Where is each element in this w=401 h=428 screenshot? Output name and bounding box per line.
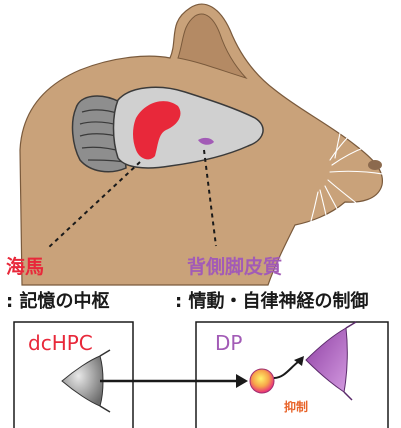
interneuron-axon xyxy=(274,362,298,378)
dp-box-label: DP xyxy=(215,331,242,355)
dp-dendrite xyxy=(346,322,356,328)
dchpc-dendrite xyxy=(100,350,110,356)
dchpc-box-label: dcHPC xyxy=(28,331,93,355)
dp-neuron xyxy=(306,328,347,392)
dp-description: : 情動・自律神経の制御 xyxy=(175,287,368,313)
interneuron xyxy=(250,369,274,393)
inhibition-label: 抑制 xyxy=(284,398,308,415)
dp-title: 背側脚皮質 xyxy=(187,252,282,279)
hippocampus-title: 海馬 xyxy=(6,252,44,279)
axon-terminal xyxy=(236,374,248,388)
dp-dendrite-2 xyxy=(344,392,352,400)
dchpc-dendrite-2 xyxy=(100,406,110,412)
dchpc-neuron xyxy=(62,356,103,406)
rat-nose xyxy=(368,160,382,170)
hippocampus-description: : 記憶の中枢 xyxy=(6,287,109,313)
